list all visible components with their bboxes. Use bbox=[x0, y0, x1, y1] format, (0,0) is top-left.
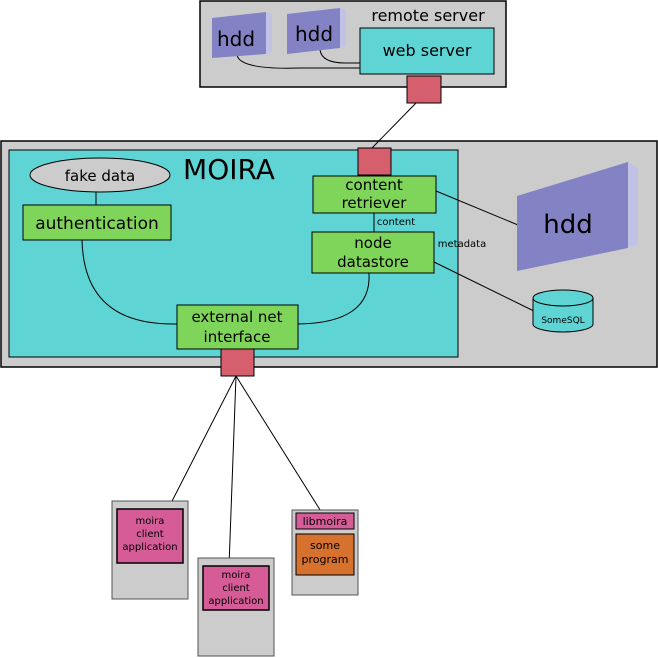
some-program-line1: some bbox=[310, 539, 340, 552]
content-edge-label: content bbox=[377, 217, 415, 228]
port-to-client-middle-link bbox=[228, 375, 237, 567]
client-left-host: moira client application bbox=[111, 500, 189, 600]
big-hdd: hdd bbox=[517, 162, 638, 271]
client-left-app bbox=[116, 508, 184, 564]
fake-data-node: fake data bbox=[29, 157, 171, 193]
port-to-libmoira-link bbox=[235, 375, 323, 514]
somesql-database: SomeSQL bbox=[532, 289, 594, 333]
datastore-to-netif-link bbox=[297, 272, 370, 325]
remote-server-port bbox=[406, 75, 442, 104]
datastore-to-somesql-link bbox=[433, 261, 541, 315]
remote-hdd-right-label: hdd bbox=[295, 22, 333, 46]
some-program-block bbox=[295, 533, 355, 576]
client-left-line2: client bbox=[136, 529, 164, 540]
node-datastore-node: node datastore bbox=[311, 231, 435, 274]
moira-top-port bbox=[357, 147, 392, 176]
external-net-interface-line2: interface bbox=[204, 328, 271, 346]
client-middle-line1: moira bbox=[222, 570, 251, 581]
fake-data-label: fake data bbox=[65, 167, 135, 185]
moira-title: MOIRA bbox=[183, 153, 275, 186]
client-left-line3: application bbox=[122, 542, 177, 553]
auth-to-netif-link bbox=[81, 239, 178, 325]
content-retriever-line2: retriever bbox=[342, 194, 408, 212]
client-left-line1: moira bbox=[136, 516, 165, 527]
remote-to-moira-link bbox=[371, 102, 417, 149]
content-retriever-node: content retriever bbox=[312, 175, 437, 214]
retriever-to-hdd-link bbox=[435, 190, 519, 226]
web-server-label: web server bbox=[383, 41, 472, 60]
port-to-client-left-link bbox=[167, 375, 237, 510]
client-middle-line2: client bbox=[222, 583, 250, 594]
client-middle-line3: application bbox=[208, 596, 263, 607]
remote-hdd-right: hdd bbox=[287, 8, 346, 54]
remote-hdd-left: hdd bbox=[212, 12, 272, 58]
web-server-node: web server bbox=[359, 27, 495, 75]
client-middle-app bbox=[202, 565, 270, 611]
remote-hdd-right-link bbox=[319, 49, 360, 64]
libmoira-block bbox=[295, 512, 355, 530]
remote-server-title: remote server bbox=[371, 6, 485, 25]
libmoira-label: libmoira bbox=[303, 515, 348, 528]
content-retriever-line1: content bbox=[345, 176, 403, 194]
client-right-host: libmoira some program bbox=[291, 509, 359, 596]
somesql-label: SomeSQL bbox=[541, 316, 584, 326]
authentication-label: authentication bbox=[35, 214, 159, 234]
node-datastore-line1: node bbox=[354, 234, 391, 252]
external-net-interface-line1: external net bbox=[191, 308, 282, 326]
node-datastore-line2: datastore bbox=[337, 253, 409, 271]
remote-hdd-left-label: hdd bbox=[217, 27, 255, 51]
external-net-interface-node: external net interface bbox=[176, 304, 299, 350]
metadata-edge-label: metadata bbox=[438, 239, 486, 250]
remote-hdd-left-link bbox=[236, 54, 360, 69]
some-program-line2: program bbox=[302, 553, 349, 566]
big-hdd-label: hdd bbox=[543, 210, 593, 240]
moira-bottom-port bbox=[220, 348, 255, 377]
authentication-node: authentication bbox=[22, 204, 172, 241]
client-middle-host: moira client application bbox=[197, 557, 275, 657]
